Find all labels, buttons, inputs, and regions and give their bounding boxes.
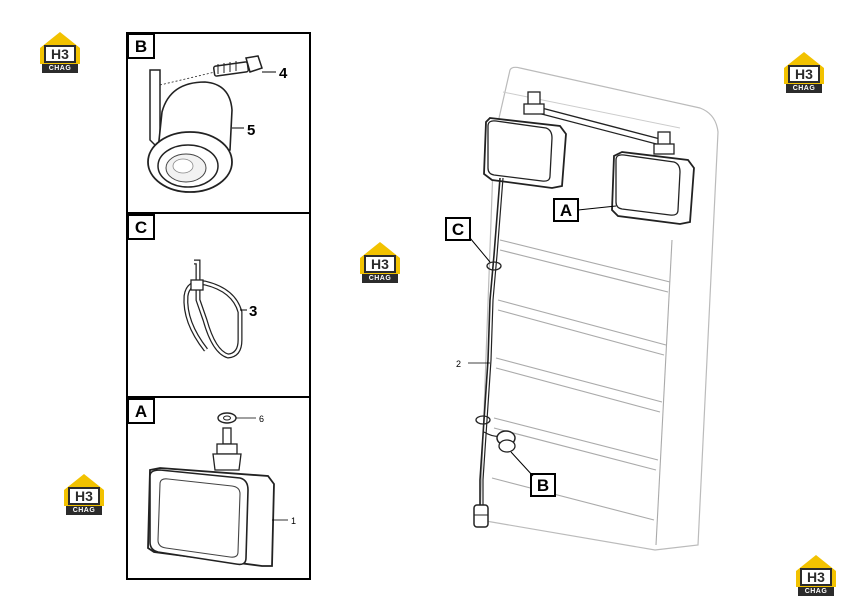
cable-tie-lower [475,415,491,425]
wiring-harness [479,177,501,505]
rect-lamp-part [147,467,275,567]
watermark-logo: H3 CHAG [60,472,108,518]
logo-word: CHAG [362,274,398,283]
logo-mark: H3 [364,255,396,273]
main-label-a: A [560,201,572,220]
logo-word: CHAG [66,506,102,515]
work-lamp-right [611,131,695,225]
callout-2: 2 [456,359,461,369]
main-label-b-box [530,473,556,497]
logo-mark: H3 [788,65,820,83]
watermark-logo: H3 CHAG [356,240,404,286]
logo-mark: H3 [44,45,76,63]
panel-b-letter: B [135,37,147,56]
cab-rear-panel [479,66,719,551]
bolt-axis [159,71,216,86]
bolt-part [212,55,263,77]
lamp-crossbar [533,105,665,141]
main-assembly: 2 A C B [445,66,719,551]
work-lamp-left [483,91,567,189]
main-label-b: B [537,476,549,495]
callout-5: 5 [247,122,255,139]
panel-b: B 4 5 [127,33,288,193]
panel-ribs [491,239,673,546]
watermark-logo: H3 CHAG [36,30,84,76]
callout-1: 1 [291,516,296,526]
logo-word: CHAG [798,587,834,596]
callout-3: 3 [249,303,257,320]
panel-c-letter: C [135,218,147,237]
round-lamp-b [496,430,516,453]
panel-c-letter-box [127,214,155,240]
callout-4: 4 [279,65,288,82]
leader-line [577,205,617,211]
leader-line [510,451,534,477]
logo-mark: H3 [800,568,832,586]
callout-6: 6 [259,414,264,424]
leader-line [469,237,491,263]
cable-tie-c [486,261,502,271]
logo-mark: H3 [68,487,100,505]
round-lamp-part [147,81,233,193]
panel-b-letter-box [127,33,155,59]
detail-frame [126,32,311,580]
panel-a: A 6 1 [127,398,296,567]
main-label-c: C [452,220,464,239]
cable-tie-part [183,259,243,359]
logo-word: CHAG [42,64,78,73]
panel-a-letter: A [135,402,147,421]
panel-c: C 3 [127,214,257,359]
harness-connector [473,504,489,528]
panel-a-letter-box [127,398,155,424]
watermark-logo: H3 CHAG [780,50,828,96]
logo-word: CHAG [786,84,822,93]
stud-nut-part [212,427,242,471]
watermark-logo: H3 CHAG [792,553,840,599]
main-label-c-box [445,217,471,241]
